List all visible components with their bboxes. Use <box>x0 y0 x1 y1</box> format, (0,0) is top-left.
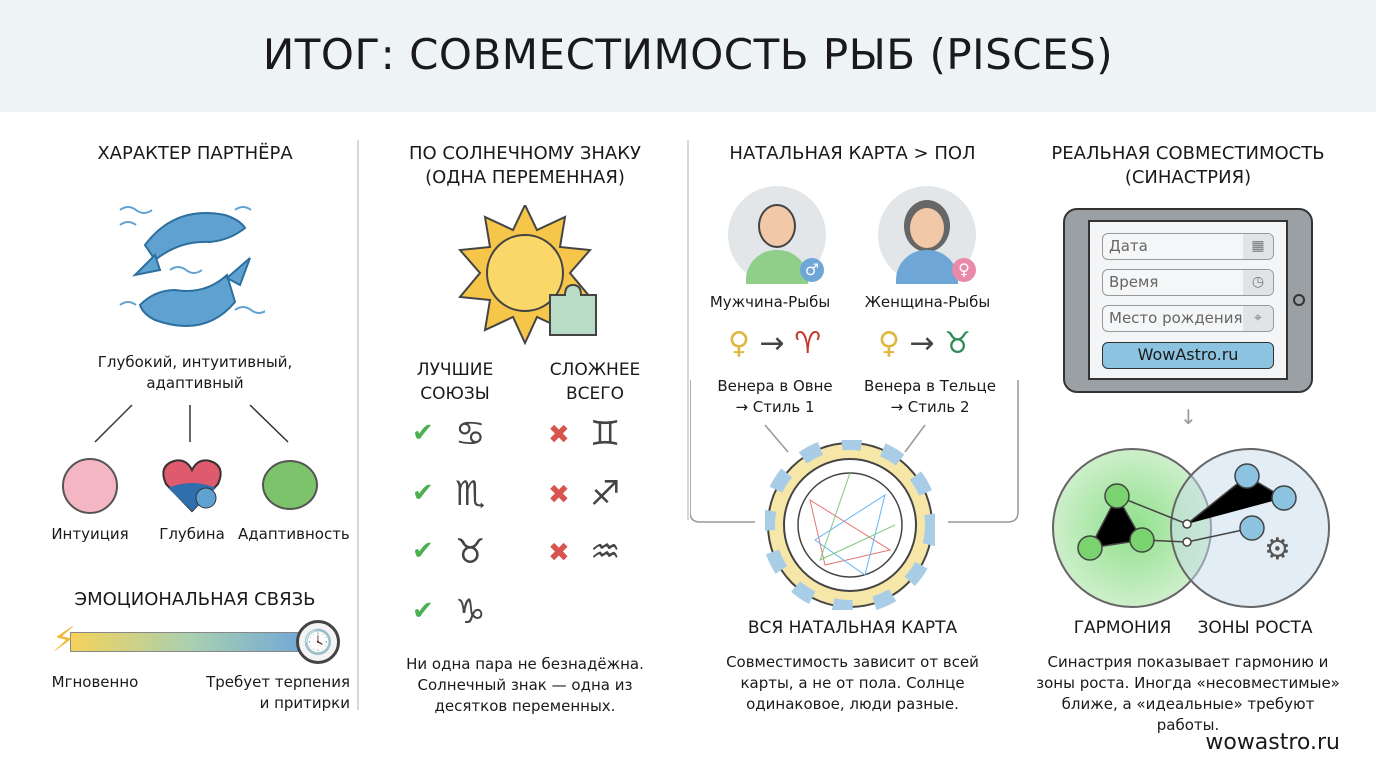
female-venus: Венера в Тельце→ Стиль 2 <box>864 377 996 416</box>
col3-heading: НАТАЛЬНАЯ КАРТА > ПОЛ <box>729 143 976 164</box>
network-links <box>1077 463 1297 561</box>
cross-icon: ✖ <box>548 420 570 450</box>
col2-heading: ПО СОЛНЕЧНОМУ ЗНАКУ(ОДНА ПЕРЕМЕННАЯ) <box>408 143 641 188</box>
male-symbol-icon: ♂ <box>800 258 824 282</box>
male-label: Мужчина-Рыбы <box>709 293 831 311</box>
female-label: Женщина-Рыбы <box>864 293 991 311</box>
instant-label: Мгновенно <box>51 673 139 691</box>
traits-text: Глубокий, интуитивный,адаптивный <box>97 353 293 392</box>
emotion-scale-bar <box>70 632 310 652</box>
down-arrow-icon: ↓ <box>1180 405 1197 429</box>
natal-chart-wheel <box>765 440 935 610</box>
scorpio-sign-icon: ♏ <box>455 474 486 514</box>
cancer-sign-icon: ♋ <box>455 414 486 454</box>
calendar-icon: ▦ <box>1243 234 1273 259</box>
clock-icon: 🕓 <box>296 620 340 664</box>
pisces-fish-icon <box>119 206 265 327</box>
female-symbol-icon: ♀ <box>952 258 976 282</box>
wowastro-button[interactable]: WowAstro.ru <box>1102 342 1274 369</box>
cross-icon: ✖ <box>548 480 570 510</box>
gear-icon: ⚙ <box>1264 532 1291 567</box>
footer-site[interactable]: wowastro.ru <box>1205 730 1340 755</box>
harmony-label: ГАРМОНИЯ <box>1073 618 1172 638</box>
col2-note: Ни одна пара не безнадёжна.Солнечный зна… <box>406 655 644 715</box>
clock-icon: ◷ <box>1243 270 1273 295</box>
date-input[interactable]: Дата▦ <box>1102 233 1274 260</box>
check-icon: ✔ <box>412 418 434 448</box>
location-pin-icon: ⌖ <box>1243 306 1273 331</box>
brain-icon <box>62 458 118 514</box>
sun-puzzle-icon <box>457 205 597 345</box>
gemini-sign-icon: ♊ <box>590 414 621 454</box>
check-icon: ✔ <box>412 478 434 508</box>
tablet-home-button <box>1293 294 1305 306</box>
cross-icon: ✖ <box>548 538 570 568</box>
trait-depth: Глубина <box>159 525 225 543</box>
divider <box>687 140 689 520</box>
sagittarius-sign-icon: ♐ <box>590 474 621 514</box>
aquarius-sign-icon: ♒ <box>590 532 621 572</box>
venus-aries-icons: ♀ → ♈ <box>728 326 822 361</box>
col1-heading: ХАРАКТЕР ПАРТНЁРА <box>97 143 293 164</box>
emotion-heading: ЭМОЦИОНАЛЬНАЯ СВЯЗЬ <box>74 589 316 610</box>
check-icon: ✔ <box>412 536 434 566</box>
birthplace-input[interactable]: Место рождения⌖ <box>1102 305 1274 332</box>
flow-arrows <box>690 380 1019 523</box>
trait-intuition: Интуиция <box>51 525 129 543</box>
chameleon-icon <box>262 460 318 510</box>
taurus-sign-icon: ♉ <box>455 532 486 572</box>
branch-arrows <box>94 404 289 443</box>
venus-taurus-icons: ♀ → ♉ <box>878 326 972 361</box>
capricorn-sign-icon: ♑ <box>455 592 486 632</box>
trait-adaptivity: Адаптивность <box>238 525 350 543</box>
check-icon: ✔ <box>412 596 434 626</box>
divider <box>357 140 359 710</box>
male-avatar <box>728 186 826 284</box>
header-band <box>0 0 1376 112</box>
col4-heading: РЕАЛЬНАЯ СОВМЕСТИМОСТЬ(СИНАСТРИЯ) <box>1051 143 1325 188</box>
male-venus: Венера в Овне→ Стиль 1 <box>717 377 833 416</box>
page-title: ИТОГ: СОВМЕСТИМОСТЬ РЫБ (PISCES) <box>262 30 1114 79</box>
time-input[interactable]: Время◷ <box>1102 269 1274 296</box>
lightning-icon: ⚡ <box>52 620 76 660</box>
chart-heading: ВСЯ НАТАЛЬНАЯ КАРТА <box>747 618 958 638</box>
heart-icon <box>162 459 222 513</box>
growth-label: ЗОНЫ РОСТА <box>1197 618 1313 638</box>
